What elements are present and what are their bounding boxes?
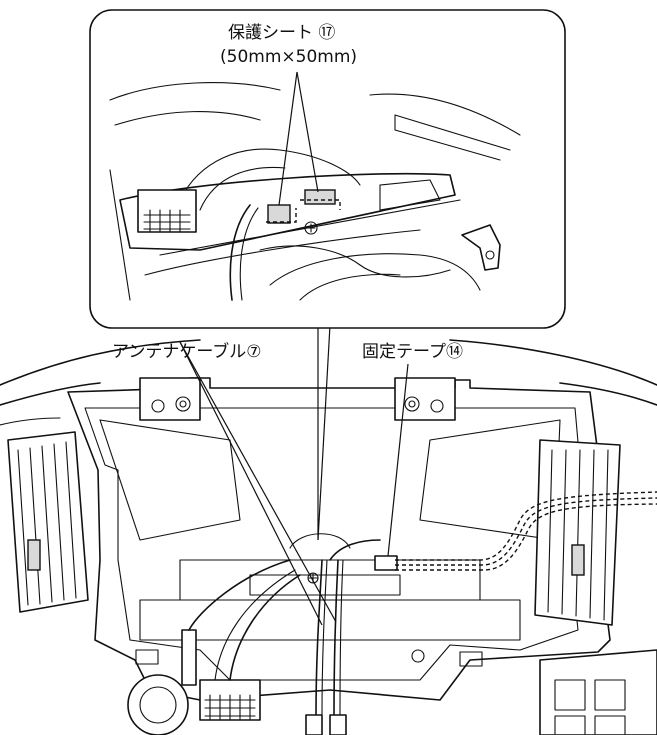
antenna-plug-left xyxy=(305,714,323,735)
antenna-cable-leader-a xyxy=(179,341,323,626)
fixing-tape-label: 固定テープ⑭ xyxy=(362,342,463,362)
left-air-vent xyxy=(7,431,89,613)
dashboard-assembly xyxy=(0,339,657,735)
right-air-vent xyxy=(534,439,621,626)
zoom-detail xyxy=(109,82,521,301)
fixing-tape-piece xyxy=(374,555,398,571)
protection-sheet-size-label: (50mm×50mm) xyxy=(220,47,357,67)
antenna-cable-leader-b xyxy=(179,341,337,623)
antenna-cable-label: アンテナケーブル⑦ xyxy=(112,341,262,362)
round-knob xyxy=(127,674,189,735)
zoom-callout: 保護シート ⑰ (50mm×50mm) xyxy=(89,9,566,541)
mounting-bracket xyxy=(67,377,611,701)
protection-sheet-label: 保護シート ⑰ xyxy=(228,23,335,43)
right-top-tab xyxy=(394,377,456,421)
protection-sheet-leader-a xyxy=(278,71,298,206)
antenna-cables xyxy=(305,559,347,735)
routed-harness xyxy=(329,491,657,571)
control-panel xyxy=(539,649,657,735)
protection-sheet-leader-b xyxy=(296,71,319,193)
protection-sheet-right xyxy=(304,189,336,205)
wire-connector xyxy=(181,559,301,721)
antenna-plug-right xyxy=(329,714,347,735)
protection-sheet-left xyxy=(267,204,291,224)
left-top-tab xyxy=(139,377,201,421)
zoom-connector xyxy=(137,189,197,233)
fixing-tape-leader xyxy=(387,363,409,557)
